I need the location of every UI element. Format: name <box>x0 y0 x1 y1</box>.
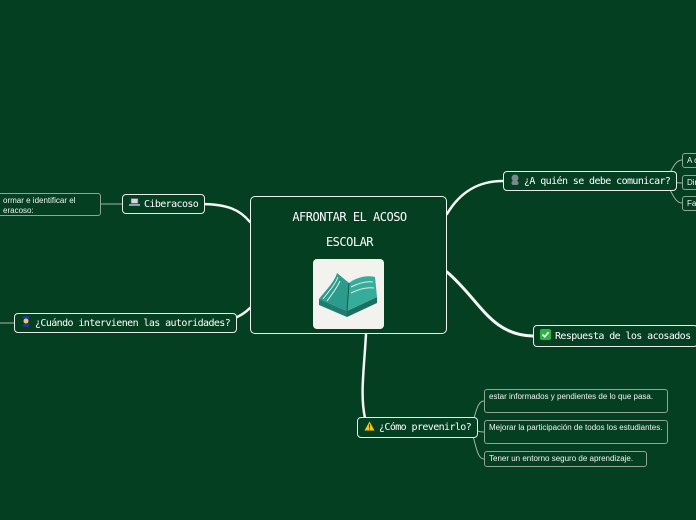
leaf-comunicar-3-text: Fan <box>687 199 696 208</box>
central-topic-line1: AFRONTAR EL ACOSO <box>292 210 407 224</box>
leaf-comunicar-2[interactable]: Dir <box>682 175 696 190</box>
leaf-prevenir-1-text: estar informados y pendientes de lo que … <box>489 392 654 401</box>
silhouette-icon <box>510 174 520 188</box>
warning-icon <box>364 421 375 434</box>
topic-autoridades[interactable]: ¿Cuándo intervienen las autoridades? <box>14 313 238 333</box>
police-officer-icon <box>21 316 31 330</box>
link-to-comunicar <box>445 179 505 216</box>
leaf-prevenir-1[interactable]: estar informados y pendientes de lo que … <box>484 389 668 413</box>
topic-respuesta[interactable]: Respuesta de los acosados <box>533 325 696 347</box>
central-topic-line2: ESCOLAR <box>325 235 374 249</box>
open-book-icon <box>319 273 377 317</box>
central-topic-image <box>313 259 384 329</box>
leaf-prevenir-2[interactable]: Mejorar la participación de todos los es… <box>484 420 668 444</box>
leaf-comunicar-2-text: Dir <box>687 178 696 187</box>
check-mark-icon <box>540 329 551 343</box>
topic-ciberacoso-label: Ciberacoso <box>144 198 199 210</box>
topic-respuesta-label: Respuesta de los acosados <box>555 330 691 342</box>
link-to-prevenir <box>361 332 368 420</box>
leaf-ciberacoso[interactable]: ormar e identificar el eracoso: <box>0 193 101 216</box>
leaf-prevenir-3-text: Tener un entorno seguro de aprendizaje. <box>489 454 634 463</box>
link-to-ciberacoso <box>198 202 252 224</box>
central-topic-title: AFRONTAR EL ACOSO ESCOLAR <box>251 205 448 255</box>
topic-comunicar-label: ¿A quién se debe comunicar? <box>524 175 671 187</box>
topic-ciberacoso[interactable]: Ciberacoso <box>122 194 206 214</box>
topic-autoridades-label: ¿Cuándo intervienen las autoridades? <box>35 317 231 329</box>
leaf-ciberacoso-text: ormar e identificar el eracoso: <box>3 196 76 215</box>
topic-prevenir-label: ¿Cómo prevenirlo? <box>379 422 472 433</box>
leaf-comunicar-1[interactable]: A c <box>682 153 696 168</box>
leaf-comunicar-1-text: A c <box>687 156 696 165</box>
laptop-icon <box>129 198 140 210</box>
topic-prevenir[interactable]: ¿Cómo prevenirlo? <box>357 417 479 438</box>
leaf-prevenir-3[interactable]: Tener un entorno seguro de aprendizaje. <box>484 451 647 467</box>
link-to-respuesta <box>445 270 535 338</box>
central-topic[interactable]: AFRONTAR EL ACOSO ESCOLAR <box>250 196 447 334</box>
leaf-prevenir-2-text: Mejorar la participación de todos los es… <box>489 423 663 432</box>
topic-comunicar[interactable]: ¿A quién se debe comunicar? <box>503 171 678 191</box>
leaf-comunicar-3[interactable]: Fan <box>682 196 696 211</box>
